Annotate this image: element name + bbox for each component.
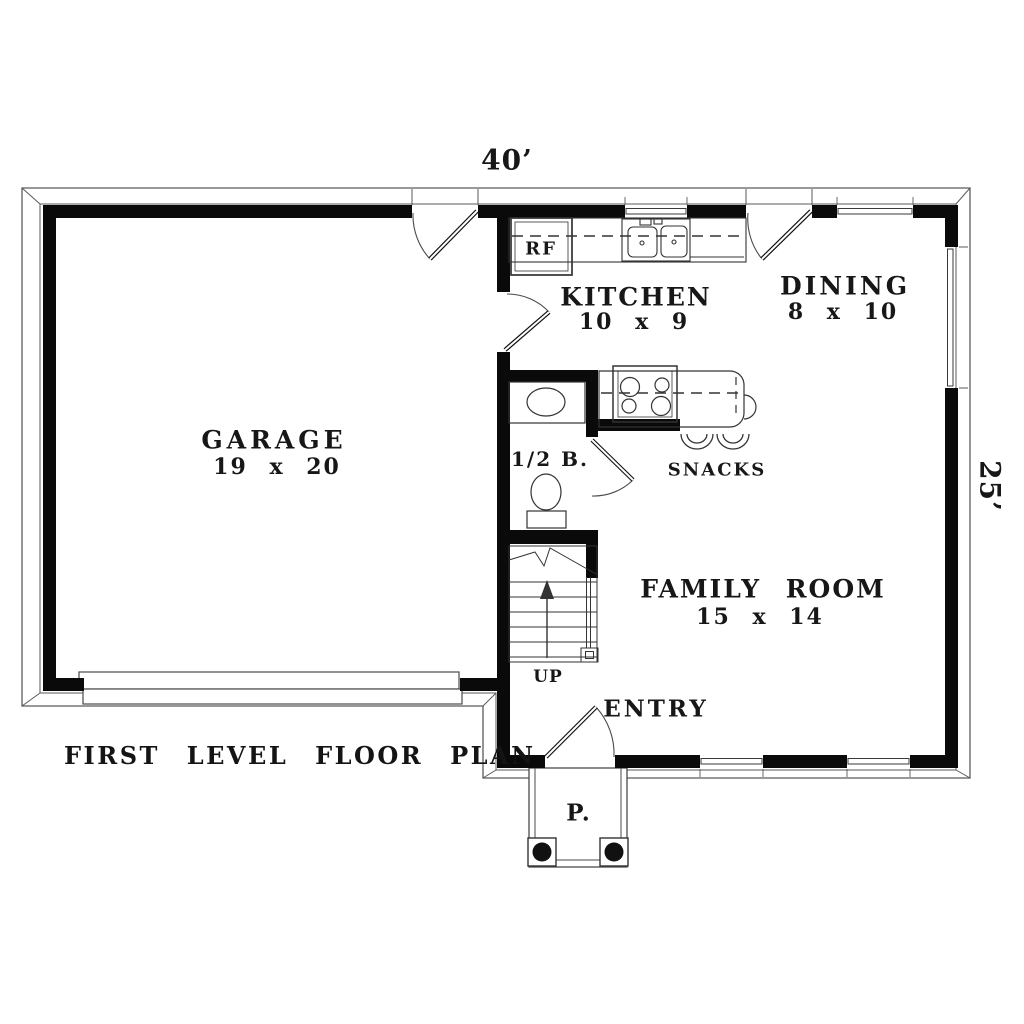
staircase: [508, 545, 599, 663]
handrail: [580, 577, 599, 663]
kitchen-fixtures: [508, 217, 747, 276]
refrigerator-label: RF: [525, 238, 557, 260]
garage-rear-door: [412, 209, 479, 261]
dining-back-door: [747, 209, 813, 261]
dining-size: 8 x 10: [787, 299, 899, 325]
garage-size: 19 x 20: [213, 454, 341, 480]
walls: [43, 205, 958, 768]
garage-label: GARAGE: [201, 425, 347, 455]
family-room-size: 15 x 14: [696, 604, 824, 630]
half-bath-label: 1/2 B.: [511, 447, 589, 471]
dining-window: [837, 208, 913, 215]
doors: [412, 209, 813, 759]
kitchen-label: KITCHEN: [560, 282, 712, 312]
kitchen-sink: [621, 218, 691, 262]
vanity: [508, 381, 586, 424]
plan-title: FIRST LEVEL FLOOR PLAN: [64, 741, 536, 770]
entry-label: ENTRY: [603, 695, 709, 723]
kitchen-counter: [508, 217, 747, 263]
family-window-left: [700, 758, 763, 765]
windows: [625, 208, 954, 765]
half-bath-fixtures: [508, 381, 586, 529]
family-window-right: [847, 758, 910, 765]
island-counter: [598, 370, 745, 428]
stair-break-line: [508, 547, 597, 575]
kitchen-size: 10 x 9: [578, 309, 690, 335]
family-room-label: FAMILY ROOM: [640, 574, 886, 604]
porch-label: P.: [566, 799, 592, 827]
porch: [527, 767, 629, 868]
island: [598, 365, 757, 450]
right-wall-window: [947, 248, 954, 387]
entry-front-door: [544, 705, 615, 759]
kitchen-window: [625, 208, 687, 215]
snacks-label: SNACKS: [667, 459, 767, 481]
half-bath-door: [590, 438, 635, 497]
toilet: [526, 473, 567, 529]
dimension-width: 40’: [481, 143, 533, 177]
stairs-up-label: UP: [533, 667, 563, 687]
garage-kitchen-door: [503, 293, 551, 352]
island-end-bump: [743, 394, 757, 420]
dimension-depth: 25’: [973, 460, 1007, 512]
exterior-outline: [21, 187, 971, 779]
cooktop: [612, 365, 678, 423]
refrigerator: [510, 217, 573, 276]
porch-column-left: [527, 837, 557, 867]
dining-label: DINING: [779, 271, 911, 301]
up-arrow: [540, 580, 554, 658]
porch-column-right: [599, 837, 629, 867]
bar-stools: [680, 433, 750, 450]
bath-sink: [526, 387, 566, 417]
garage-door: [78, 671, 463, 705]
